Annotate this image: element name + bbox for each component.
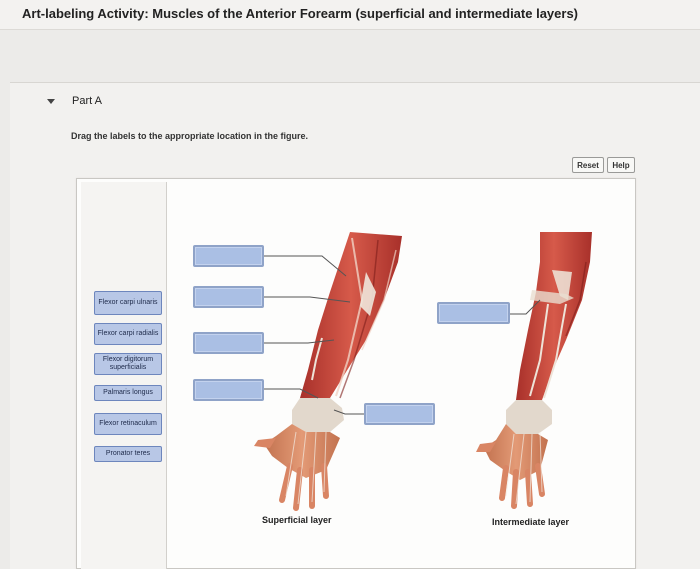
drop-target-2[interactable]: [193, 286, 264, 308]
label-bank: [81, 182, 167, 569]
title-bar: Art-labeling Activity: Muscles of the An…: [0, 0, 700, 30]
instruction-text: Drag the labels to the appropriate locat…: [71, 131, 309, 141]
drag-label-flexor-retinaculum[interactable]: Flexor retinaculum: [94, 413, 162, 435]
drag-label-flexor-digitorum-superficialis[interactable]: Flexor digitorum superficialis: [94, 353, 162, 375]
drop-target-1[interactable]: [193, 245, 264, 267]
intermediate-forearm: [476, 232, 592, 509]
chevron-down-icon[interactable]: [45, 96, 57, 106]
leader-lines: [263, 255, 541, 415]
drop-target-6[interactable]: [437, 302, 510, 324]
drag-label-flexor-carpi-ulnaris[interactable]: Flexor carpi ulnaris: [94, 291, 162, 315]
intermediate-layer-caption: Intermediate layer: [492, 517, 570, 527]
reset-button[interactable]: Reset: [572, 157, 604, 173]
help-button[interactable]: Help: [607, 157, 635, 173]
drop-target-5[interactable]: [364, 403, 435, 425]
drag-label-pronator-teres[interactable]: Pronator teres: [94, 446, 162, 462]
page-title: Art-labeling Activity: Muscles of the An…: [22, 6, 579, 21]
superficial-forearm: [254, 232, 402, 511]
drag-label-flexor-carpi-radialis[interactable]: Flexor carpi radialis: [94, 323, 162, 345]
drop-target-4[interactable]: [193, 379, 264, 401]
drop-target-3[interactable]: [193, 332, 264, 354]
drag-label-palmaris-longus[interactable]: Palmaris longus: [94, 385, 162, 401]
superficial-layer-caption: Superficial layer: [262, 515, 332, 525]
part-label[interactable]: Part A: [72, 95, 102, 107]
